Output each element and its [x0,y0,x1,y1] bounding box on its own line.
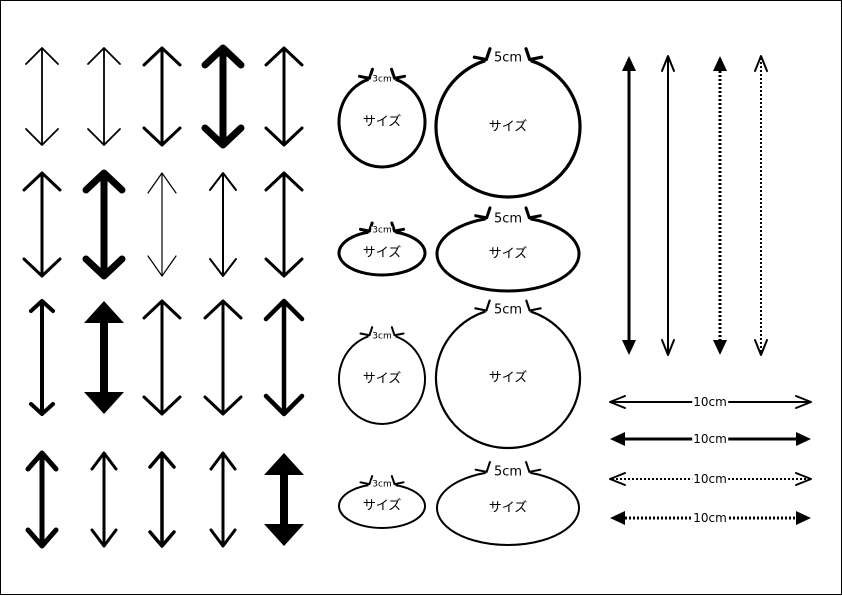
double-arrow-icon [263,298,305,417]
curved-arrow-size-label: 5cm [492,211,524,227]
curved-arrow-center-label: サイズ [487,246,529,262]
curved-arrow-icon [338,326,426,425]
curved-arrow-size-label: 5cm [492,302,524,318]
double-arrow-icon [142,46,182,147]
double-arrow-icon [90,451,118,548]
long-vertical-arrow-icon [661,55,675,356]
curved-arrow-center-label: サイズ [361,114,403,130]
long-vertical-arrow-icon [754,55,768,356]
curved-arrow-size-label: 5cm [492,464,524,480]
curved-arrow-icon [338,475,426,529]
curved-arrow-icon [434,299,582,450]
curved-arrow-icon [337,221,427,277]
long-horizontal-arrow-icon [609,472,812,486]
long-vertical-arrow-icon [622,56,636,355]
curved-arrow-icon [434,47,582,199]
long-vertical-arrow-icon [713,56,727,355]
curved-arrow-icon [436,460,580,546]
curved-arrow-center-label: サイズ [361,245,403,261]
curved-arrow-size-label: 3cm [371,331,393,342]
double-arrow-icon [264,453,304,546]
double-arrow-icon [142,299,182,416]
curved-arrow-center-label: サイズ [361,371,403,387]
curved-arrow-icon [435,206,581,293]
double-arrow-icon [25,47,59,146]
arrow-length-label: 10cm [692,432,728,446]
double-arrow-icon [201,44,245,149]
double-arrow-icon [84,301,124,414]
double-arrow-icon [82,169,126,280]
curved-arrow-center-label: サイズ [487,500,529,516]
curved-arrow-size-label: 3cm [371,479,393,490]
curved-arrow-size-label: 3cm [371,225,393,236]
double-arrow-icon [264,171,304,278]
double-arrow-icon [22,171,62,278]
curved-arrow-size-label: 3cm [371,74,393,85]
double-arrow-icon [209,172,237,277]
double-arrow-icon [147,172,177,277]
curved-arrow-center-label: サイズ [487,370,529,386]
curved-arrows [337,47,582,546]
double-arrow-icon [209,451,237,548]
decorative-arrow-grid [22,44,305,549]
curved-arrow-center-label: サイズ [361,498,403,514]
double-arrow-icon [148,451,176,548]
double-arrow-icon [87,47,121,146]
arrow-length-label: 10cm [692,395,728,409]
curved-arrow-center-label: サイズ [487,119,529,135]
double-arrow-icon [203,299,243,416]
curved-arrow-icon [337,67,427,169]
arrow-length-label: 10cm [692,511,728,525]
double-arrow-icon [29,299,55,416]
arrow-length-label: 10cm [692,472,728,486]
double-arrow-icon [264,46,304,147]
double-arrow-icon [25,450,59,549]
curved-arrow-size-label: 5cm [492,50,524,66]
